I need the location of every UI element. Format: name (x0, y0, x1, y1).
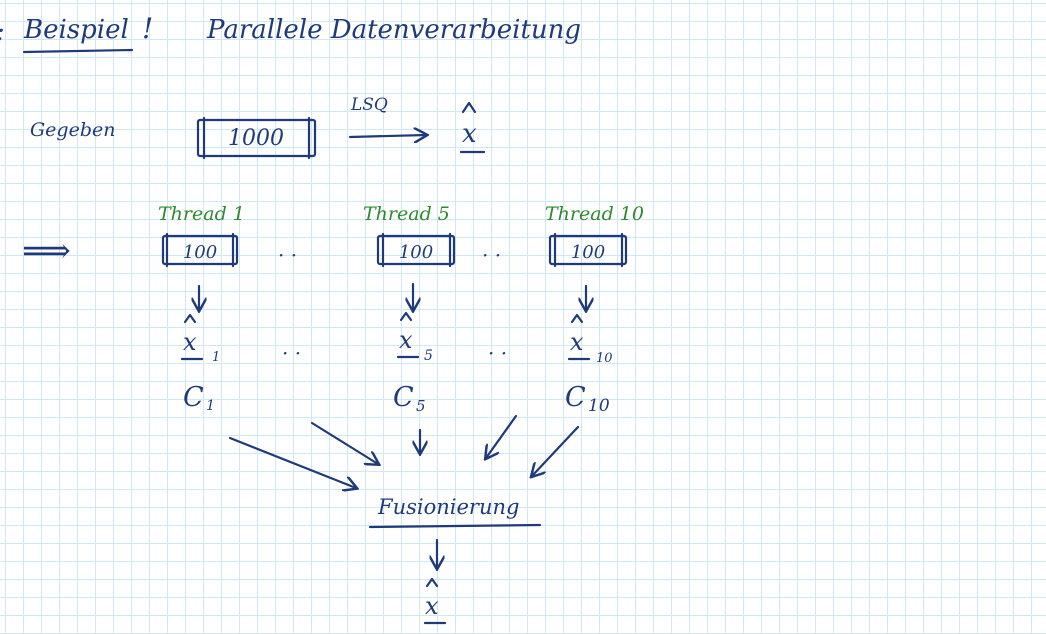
thread-1-box-value: 100 (183, 242, 217, 263)
heading-underline (22, 48, 134, 54)
thread-column-10: Thread 10 100 x 10 C 10 (545, 203, 644, 416)
implies-symbol: ⟹ (22, 231, 71, 271)
arrow-thread-2-to-fusion (310, 421, 378, 464)
fusion-block: Fusionierung x (368, 495, 542, 625)
given-estimate-symbol: x (462, 119, 477, 149)
thread-10-box-frame (548, 234, 628, 266)
thread-5-cov-symbol: C (393, 382, 414, 413)
thread-column-5: Thread 5 100 x 5 C 5 (363, 203, 456, 415)
given-estimate-hat (461, 101, 477, 114)
ellipsis-row-top-right: · · (482, 243, 501, 267)
thread-10-box: 100 (548, 232, 628, 268)
thread-1-estimate-symbol: x (183, 328, 197, 356)
given-box-value: 1000 (228, 126, 284, 151)
thread-5-label: Thread 5 (363, 203, 450, 225)
given-box-frame (196, 118, 317, 158)
thread-5-estimate-hat (399, 311, 413, 322)
fusion-label: Fusionierung (377, 495, 519, 519)
thread-10-covariance: C 10 (565, 382, 610, 416)
lsq-label: LSQ (350, 95, 388, 115)
heading-bullet: : (0, 17, 5, 47)
given-row: Gegeben 1000 LSQ x (30, 95, 486, 160)
thread-5-estimate-subscript: 5 (424, 348, 433, 364)
fusion-underline (368, 523, 542, 529)
thread-column-1: Thread 1 100 x 1 C 1 (158, 203, 245, 414)
heading-exclaim: ! (142, 12, 153, 45)
thread-10-estimate-hat (570, 313, 584, 324)
thread-10-estimate-subscript: 10 (596, 351, 613, 366)
arrow-thread-1-to-fusion (228, 436, 356, 488)
heading: : Beispiel ! Parallele Datenverarbeitung (0, 12, 581, 54)
thread-1-box: 100 (161, 232, 239, 268)
thread-5-box: 100 (376, 232, 456, 268)
fused-estimate: x (423, 577, 447, 625)
thread-1-estimate: x 1 (180, 313, 220, 365)
thread-1-label: Thread 1 (158, 203, 245, 225)
thread-1-cov-symbol: C (183, 382, 204, 413)
ellipsis-row-mid-left: · · (282, 341, 301, 365)
given-label: Gegeben (30, 119, 115, 141)
heading-label: Beispiel (23, 15, 129, 45)
thread-10-estimate-symbol: x (570, 328, 584, 356)
thread-5-cov-subscript: 5 (416, 397, 426, 415)
converging-arrows (228, 414, 580, 488)
thread-10-estimate: x 10 (567, 313, 613, 366)
thread-5-estimate-symbol: x (399, 326, 413, 354)
thread-1-cov-subscript: 1 (206, 398, 215, 414)
thread-1-covariance: C 1 (183, 382, 215, 414)
thread-5-estimate: x 5 (396, 311, 433, 364)
given-data-box: 1000 (196, 116, 317, 160)
thread-10-box-value: 100 (571, 242, 605, 263)
thread-1-estimate-subscript: 1 (212, 350, 220, 365)
thread-5-box-frame (376, 234, 456, 266)
thread-10-cov-subscript: 10 (588, 396, 610, 416)
fused-estimate-symbol: x (425, 592, 439, 620)
arrow-thread-9-to-fusion (486, 414, 518, 458)
thread-1-estimate-hat (183, 313, 197, 324)
arrow-thread-10-to-fusion (532, 425, 580, 476)
thread-5-box-value: 100 (399, 242, 433, 263)
thread-10-label: Thread 10 (545, 203, 644, 225)
lsq-arrow (348, 135, 426, 137)
thread-10-cov-symbol: C (565, 382, 586, 413)
thread-1-box-frame (161, 234, 239, 266)
ellipsis-row-mid-right: · · (488, 341, 507, 365)
given-estimate: x (459, 101, 486, 154)
fused-estimate-hat (425, 577, 439, 588)
page-title: Parallele Datenverarbeitung (206, 15, 581, 45)
thread-5-covariance: C 5 (393, 382, 426, 415)
ellipsis-row-top-left: · · (278, 243, 297, 267)
